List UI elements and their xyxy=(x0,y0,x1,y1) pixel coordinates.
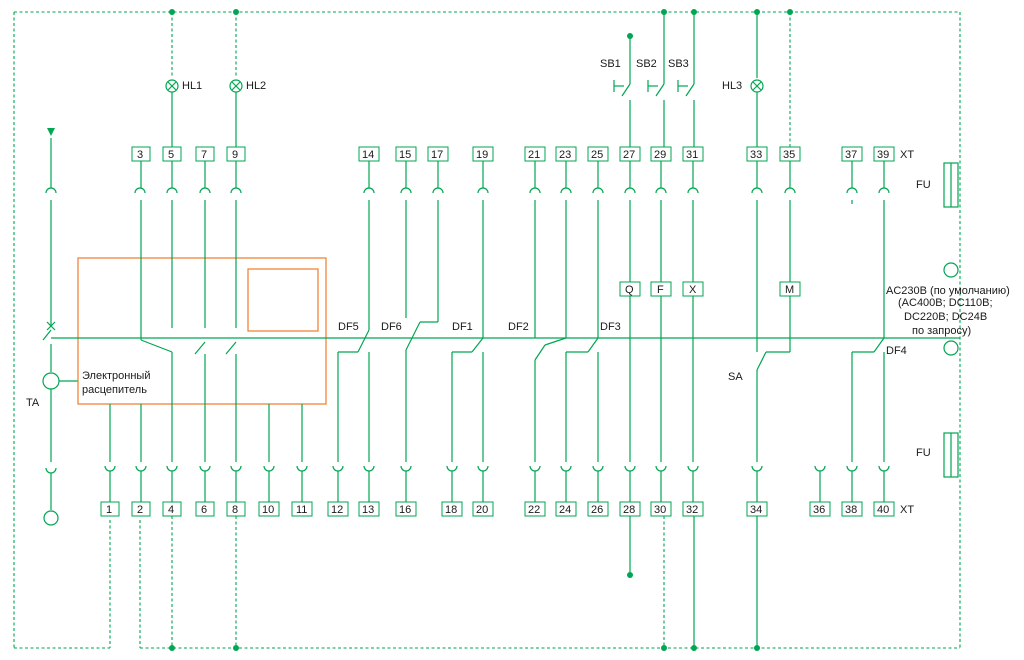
bus-dots xyxy=(169,9,793,651)
top-terminal: 5 xyxy=(168,149,174,161)
df6-label: DF6 xyxy=(381,321,402,333)
coil-q: Q xyxy=(625,284,634,296)
coils: Q F X M xyxy=(619,200,801,462)
bottom-terminal: 24 xyxy=(559,504,571,516)
lamp-hl1: HL1 xyxy=(165,12,202,148)
df4-label: DF4 xyxy=(886,345,907,357)
top-terminal: 25 xyxy=(591,149,603,161)
bottom-connectors xyxy=(104,465,890,472)
frame xyxy=(13,11,961,649)
trip-unit: Электронный расцепитель xyxy=(77,257,327,405)
bottom-terminal: 4 xyxy=(168,504,174,516)
top-terminal: 35 xyxy=(783,149,795,161)
bottom-terminal: 10 xyxy=(262,504,274,516)
pushbuttons: SB1 SB2 SB3 xyxy=(600,12,791,148)
coil-m: M xyxy=(785,284,794,296)
ta-label: TA xyxy=(26,397,40,409)
fu-bottom-label: FU xyxy=(916,447,931,459)
top-connectors xyxy=(45,187,890,194)
top-terminal: 33 xyxy=(750,149,762,161)
supply-note-line: по запросу) xyxy=(912,325,971,337)
top-terminal: 7 xyxy=(201,149,207,161)
bottom-terminal: 20 xyxy=(476,504,488,516)
bottom-terminal: 32 xyxy=(686,504,698,516)
bottom-terminal: 30 xyxy=(654,504,666,516)
trip-unit-line2: расцепитель xyxy=(82,384,147,396)
top-terminal: 15 xyxy=(399,149,411,161)
top-terminal: 31 xyxy=(686,149,698,161)
top-terminal-strip: 3 5 7 9 14 15 17 19 21 23 25 27 29 31 33… xyxy=(131,146,914,162)
bottom-terminal: 34 xyxy=(750,504,762,516)
current-transformer: TA xyxy=(26,128,78,526)
bottom-terminal: 22 xyxy=(528,504,540,516)
lamp-hl2: HL2 xyxy=(229,12,266,148)
top-terminal: 17 xyxy=(431,149,443,161)
sb1-label: SB1 xyxy=(600,58,621,70)
top-terminal: 9 xyxy=(232,149,238,161)
top-terminal: 23 xyxy=(559,149,571,161)
top-risers xyxy=(140,161,885,188)
top-terminal: 14 xyxy=(362,149,374,161)
df2-label: DF2 xyxy=(508,321,529,333)
top-terminal: 29 xyxy=(654,149,666,161)
top-terminal: 3 xyxy=(137,149,143,161)
top-terminal: 27 xyxy=(623,149,635,161)
breaker-contacts xyxy=(109,200,303,462)
sb2-label: SB2 xyxy=(636,58,657,70)
supply-note: AC230B (по умолчанию) (AC400B; DC110B; D… xyxy=(886,285,1010,337)
sa-label: SA xyxy=(728,371,743,383)
bottom-terminal: 12 xyxy=(331,504,343,516)
df5-label: DF5 xyxy=(338,321,359,333)
fuses: FU FU xyxy=(916,162,959,478)
fu-top-label: FU xyxy=(916,179,931,191)
bottom-terminal: 6 xyxy=(201,504,207,516)
top-terminal: 19 xyxy=(476,149,488,161)
sb3-label: SB3 xyxy=(668,58,689,70)
bottom-terminal: 8 xyxy=(232,504,238,516)
bottom-terminal: 36 xyxy=(813,504,825,516)
top-terminal: 37 xyxy=(845,149,857,161)
bottom-terminal: 1 xyxy=(106,504,112,516)
coil-f: F xyxy=(657,284,664,296)
df1-label: DF1 xyxy=(452,321,473,333)
bottom-terminal: 13 xyxy=(362,504,374,516)
xt-label-bottom: XT xyxy=(900,504,914,516)
bottom-terminal: 11 xyxy=(296,504,307,516)
bottom-terminal: 26 xyxy=(591,504,603,516)
bottom-terminal: 40 xyxy=(877,504,889,516)
bottom-risers xyxy=(109,471,885,502)
top-terminal: 21 xyxy=(528,149,540,161)
lamp-hl3-label: HL3 xyxy=(722,80,742,92)
df3-label: DF3 xyxy=(600,321,621,333)
bottom-terminal: 28 xyxy=(623,504,635,516)
lamp-hl2-label: HL2 xyxy=(246,80,266,92)
lamp-hl3: HL3 xyxy=(722,12,764,148)
bottom-terminal: 2 xyxy=(137,504,143,516)
bottom-returns xyxy=(171,516,758,648)
sa-switch: SA xyxy=(728,200,790,462)
bottom-terminal: 18 xyxy=(445,504,457,516)
supply-note-line: AC230B (по умолчанию) xyxy=(886,285,1010,297)
supply-note-line: (AC400B; DC110B; xyxy=(898,297,993,309)
bottom-terminal: 38 xyxy=(845,504,857,516)
top-terminal: 39 xyxy=(877,149,889,161)
trip-unit-line1: Электронный xyxy=(82,370,151,382)
lamp-hl1-label: HL1 xyxy=(182,80,202,92)
bottom-terminal-strip: 1 2 4 6 8 10 11 12 13 16 18 20 22 24 26 … xyxy=(100,501,914,517)
supply-note-line: DC220B; DC24B xyxy=(904,311,987,323)
df-switches: DF5 DF6 DF1 DF2 DF3 DF4 xyxy=(337,200,907,462)
coil-x: X xyxy=(689,284,697,296)
xt-label-top: XT xyxy=(900,149,914,161)
bottom-terminal: 16 xyxy=(399,504,411,516)
